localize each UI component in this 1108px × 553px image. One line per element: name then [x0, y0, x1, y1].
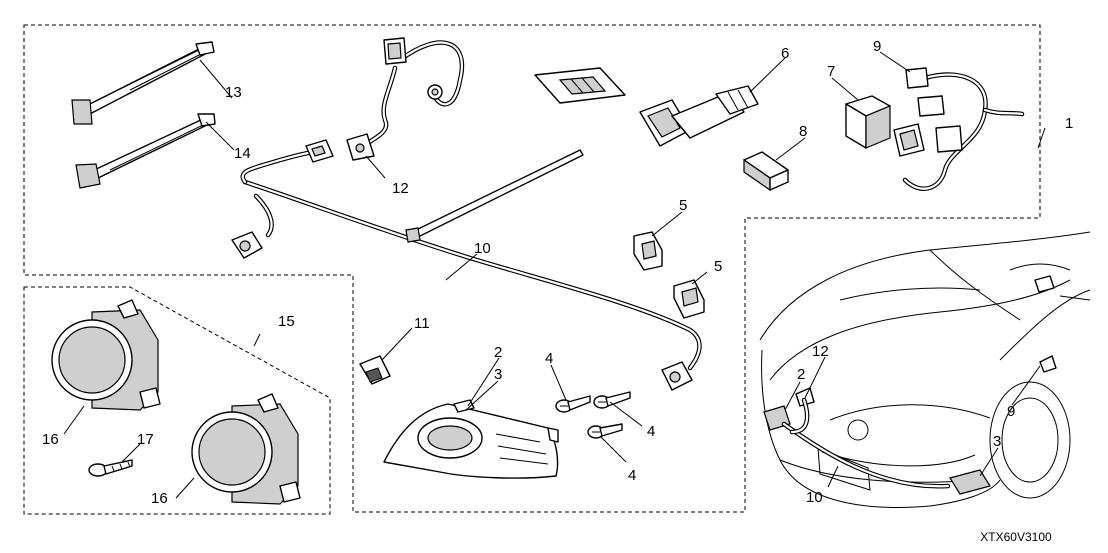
callout-15: 15	[278, 313, 295, 330]
clip-lower	[673, 279, 705, 319]
vehicle-callout-10: 10	[806, 489, 823, 506]
fog-light-garnish	[383, 399, 559, 479]
cable-tie-with-clip	[75, 113, 216, 189]
leader-lines	[63, 51, 1046, 499]
vehicle-callout-3: 3	[993, 433, 1001, 450]
screw-b	[593, 391, 631, 409]
clip-upper	[633, 231, 663, 271]
callout-4-bottom: 4	[628, 467, 636, 484]
fog-light-screw	[88, 459, 133, 477]
callout-2: 2	[494, 344, 502, 361]
callout-16-right: 16	[151, 490, 168, 507]
vehicle-installation-view	[759, 231, 1091, 508]
callout-17: 17	[137, 431, 154, 448]
fog-light-group-outline	[23, 286, 331, 515]
callout-4-right: 4	[647, 423, 655, 440]
screw-c	[587, 423, 623, 439]
callout-5-lower: 5	[714, 258, 722, 275]
cable-tie-long	[71, 41, 215, 125]
relay-wire-harness	[893, 67, 1025, 191]
callout-5-upper: 5	[679, 197, 687, 214]
sub-wire-harness	[346, 37, 465, 161]
callout-12: 12	[392, 180, 409, 197]
callout-14: 14	[234, 145, 251, 162]
callout-9: 9	[873, 38, 881, 55]
fog-light-upper	[51, 299, 161, 411]
fog-light-switch	[639, 85, 759, 147]
callout-3: 3	[494, 366, 502, 383]
callout-labels: 1 2 3 4 4 4 5 5 6 7 8 9 10 11 12 13 14 1…	[42, 38, 1073, 507]
vehicle-callout-9: 9	[1007, 403, 1015, 420]
cable-tie-straight	[405, 149, 584, 243]
callout-10: 10	[474, 240, 491, 257]
callout-16-left: 16	[42, 431, 59, 448]
main-wire-harness	[231, 139, 702, 391]
kit-boundary-outline	[23, 24, 1041, 513]
fuse	[743, 151, 789, 192]
callout-4-top: 4	[545, 350, 553, 367]
fog-light-lower	[191, 393, 301, 505]
instruction-label	[534, 67, 626, 104]
vehicle-callout-2: 2	[797, 366, 805, 383]
callout-8: 8	[799, 123, 807, 140]
callout-1: 1	[1065, 115, 1073, 132]
callout-11: 11	[414, 315, 430, 332]
callout-6: 6	[781, 45, 789, 62]
harness-clip	[359, 355, 391, 385]
vehicle-callout-12: 12	[812, 343, 829, 360]
relay	[845, 95, 891, 149]
drawing-code: XTX60V3100	[980, 530, 1052, 544]
screw-a	[555, 395, 591, 413]
callout-7: 7	[827, 63, 835, 80]
callout-13: 13	[225, 84, 242, 101]
